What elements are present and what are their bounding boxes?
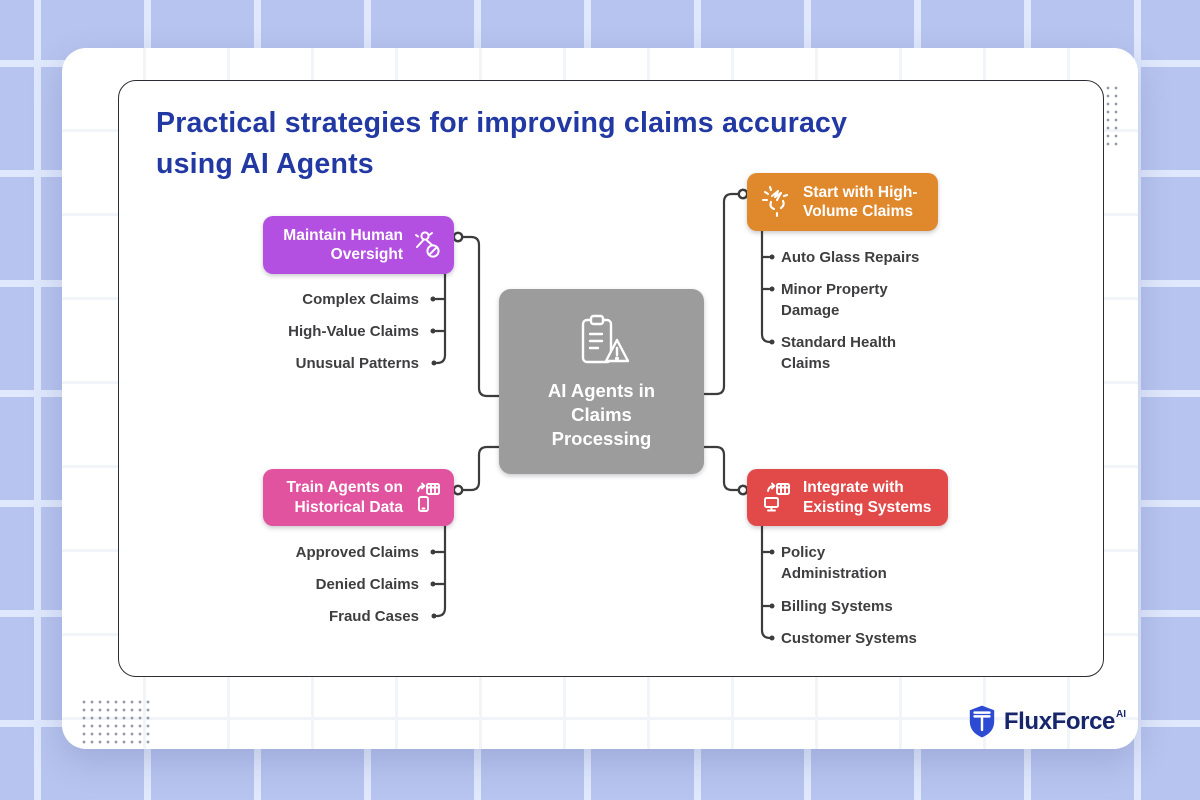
child-label: Customer Systems — [781, 630, 917, 647]
impact-spark-icon — [761, 185, 789, 218]
branch-node-maintain-human-oversight: Maintain Human Oversight — [263, 216, 454, 274]
tick-dot — [769, 339, 775, 345]
branch-node-train-agents-on-historical-data: Train Agents on Historical Data — [263, 469, 454, 526]
tick-dot — [769, 635, 775, 641]
child-label: Unusual Patterns — [295, 355, 419, 372]
center-node-label: AI Agents in Claims Processing — [547, 379, 656, 450]
clipboard-warning-icon — [581, 314, 629, 364]
branch-node-label: Maintain Human Oversight — [283, 226, 403, 263]
connector-lines — [430, 188, 775, 641]
trunk-orange — [760, 229, 772, 344]
tick-dot — [431, 360, 437, 366]
connector-center-red — [702, 445, 741, 492]
branch-node-label: Integrate with Existing Systems — [803, 479, 932, 516]
brand-name: FluxForceAI — [1003, 707, 1126, 735]
child-label: High-Value Claims — [288, 323, 419, 340]
trunk-red — [760, 524, 772, 640]
branch-node-integrate-with-existing-systems: Integrate with Existing Systems — [747, 469, 948, 526]
shield-logo-icon — [969, 705, 995, 738]
child-label: Approved Claims — [295, 544, 419, 561]
branch-node-label: Train Agents on Historical Data — [286, 479, 403, 516]
tick-dot — [769, 254, 775, 260]
child-label: Standard Health Claims — [781, 334, 897, 372]
endpoint-circle — [452, 231, 464, 243]
endpoint-circle — [452, 484, 464, 496]
outer-card: Practical strategies for improving claim… — [62, 48, 1138, 749]
endpoint-circle — [737, 484, 749, 496]
child-label: Denied Claims — [315, 576, 419, 593]
child-label: Complex Claims — [302, 291, 419, 308]
user-oversight-icon — [415, 231, 440, 258]
data-sync-icon — [417, 482, 440, 512]
brand-suffix: AI — [1116, 708, 1126, 720]
trunk-purple — [435, 272, 447, 365]
diagram-card: Practical strategies for improving claim… — [118, 80, 1104, 677]
trunk-pink — [435, 524, 447, 618]
branch-node-label: Start with High-Volume Claims — [803, 183, 918, 220]
child-label: Minor Property Damage — [781, 281, 888, 319]
tick-dot — [769, 549, 775, 555]
tick-dot — [769, 603, 775, 609]
title-line1: Practical strategies for improving claim… — [156, 107, 848, 139]
tick-dot — [430, 296, 436, 302]
system-integration-icon — [764, 482, 790, 511]
connector-center-orange — [702, 192, 741, 396]
child-label: Policy Administration — [781, 544, 887, 582]
tick-dot — [430, 581, 436, 587]
dot-grid-decoration — [80, 698, 154, 744]
child-label: Fraud Cases — [328, 608, 419, 625]
child-label: Auto Glass Repairs — [781, 249, 920, 266]
child-label: Billing Systems — [781, 598, 893, 615]
connector-purple-center — [456, 235, 501, 398]
title-line2: using AI Agents — [156, 148, 374, 180]
connector-center-pink — [461, 445, 501, 492]
tick-dot — [769, 286, 775, 292]
tick-dot — [430, 549, 436, 555]
page-title: Practical strategies for improving claim… — [156, 103, 847, 185]
center-node: AI Agents in Claims Processing — [499, 289, 704, 474]
endpoint-circle — [737, 188, 749, 200]
branch-node-start-with-high-volume-claims: Start with High-Volume Claims — [747, 173, 938, 231]
brand-logo: FluxForceAI — [967, 704, 1126, 739]
dot-grid-decoration — [1104, 84, 1118, 150]
tick-dot — [431, 613, 437, 619]
tick-dot — [430, 328, 436, 334]
